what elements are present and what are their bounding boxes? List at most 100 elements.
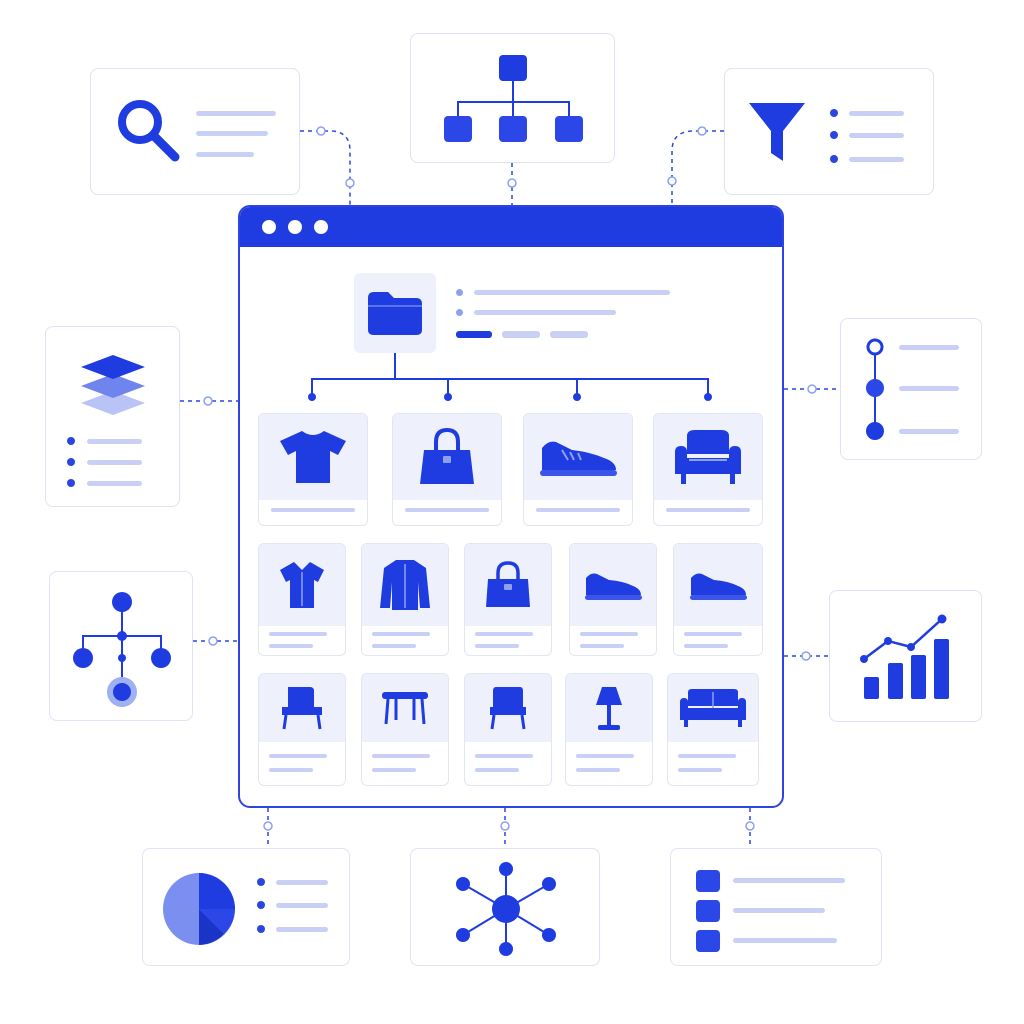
product-card-lamp[interactable] [565,673,653,786]
text-line [684,644,728,648]
tree-icon [73,592,171,707]
network-icon [456,862,556,956]
network-card[interactable] [410,848,600,966]
analytics-card[interactable] [829,590,982,722]
text-line [550,331,588,338]
text-line [87,481,142,486]
text-line [196,131,268,136]
handbag-icon [420,427,474,484]
text-line [502,331,540,338]
text-line [475,632,533,636]
list-bullet [67,458,75,466]
list-bullet [456,289,463,296]
timeline-card[interactable] [840,318,982,460]
text-line [684,632,742,636]
text-line [87,439,142,444]
product-card-sneaker-3[interactable] [673,543,763,656]
text-line [475,644,519,648]
product-card-handbag[interactable] [392,413,502,526]
org-chart-icon [444,55,583,142]
text-line [849,133,904,138]
checklist-card[interactable] [670,848,882,966]
shirt-icon [280,562,324,608]
progress-bar [456,331,492,338]
text-line [899,429,959,434]
list-bullet [257,925,265,933]
list-bullet [830,155,838,163]
chair-icon [282,687,322,730]
list-bullet [830,131,838,139]
text-line [276,903,328,908]
product-card-sneaker-2[interactable] [569,543,657,656]
list-bullet [67,479,75,487]
list-bullet [456,309,463,316]
search-card[interactable] [90,68,300,195]
text-line [666,508,750,512]
text-line [475,768,519,772]
product-card-jacket[interactable] [361,543,449,656]
hierarchy-card[interactable] [410,33,615,163]
text-line [733,908,825,913]
handbag-icon [486,561,530,607]
sneaker-icon [585,573,642,600]
checklist-icon [696,870,720,952]
pie-card[interactable] [142,848,350,966]
text-line [405,508,489,512]
filter-card[interactable] [724,68,934,195]
list-bullet [830,109,838,117]
text-line [372,754,430,758]
table-icon [382,692,428,725]
text-line [269,644,313,648]
product-card-shirt[interactable] [258,543,346,656]
jacket-icon [380,560,430,610]
product-card-chair[interactable] [258,673,346,786]
product-card-chair-2[interactable] [464,673,552,786]
text-line [576,754,634,758]
text-line [849,157,904,162]
sofa-icon [680,689,746,727]
chair-icon [490,687,526,730]
folder-tile[interactable] [354,273,436,353]
product-card-armchair[interactable] [653,413,763,526]
text-line [678,754,736,758]
bar-chart-icon [860,614,949,699]
text-line [899,345,959,350]
window-dot[interactable] [262,220,276,234]
text-line [678,768,722,772]
window-dot[interactable] [288,220,302,234]
tree-card[interactable] [49,571,193,721]
category-branch-lines [308,353,712,401]
text-line [372,644,416,648]
text-line [87,460,142,465]
text-line [271,508,355,512]
text-line [733,938,837,943]
text-line [474,290,670,295]
layers-card[interactable] [45,326,180,507]
product-card-handbag-small[interactable] [464,543,552,656]
text-line [733,878,845,883]
text-line [475,754,533,758]
armchair-icon [675,430,741,484]
text-line [536,508,620,512]
magnifier-icon [118,100,180,162]
product-card-tshirt[interactable] [258,413,368,526]
text-line [576,768,620,772]
text-line [474,310,616,315]
sneaker-icon [690,573,747,600]
product-card-table[interactable] [361,673,449,786]
text-line [269,768,313,772]
product-card-sneaker[interactable] [523,413,633,526]
list-bullet [257,901,265,909]
layers-icon [81,355,145,415]
text-line [196,111,276,116]
tshirt-icon [280,431,346,483]
text-line [269,632,327,636]
text-line [269,754,327,758]
browser-title-bar [240,207,782,247]
browser-window [238,205,784,808]
text-line [580,644,624,648]
folder-icon [368,292,422,335]
product-card-sofa[interactable] [667,673,759,786]
window-dot[interactable] [314,220,328,234]
